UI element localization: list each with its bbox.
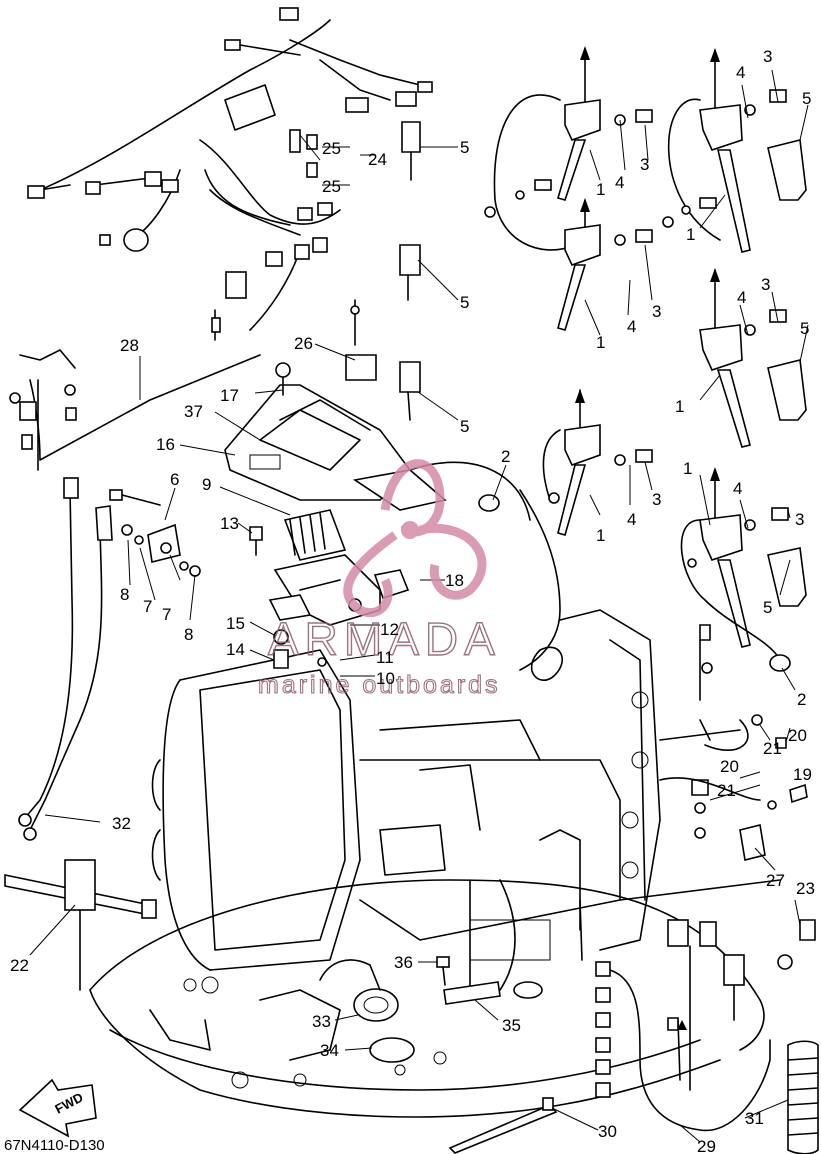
callout-36: 36: [394, 953, 413, 972]
wiring-harness: [27, 7, 433, 341]
callout-16: 16: [156, 435, 175, 454]
leader-lines: [29, 69, 809, 1143]
battery-cables-32: [18, 477, 113, 841]
callout-5: 5: [460, 138, 469, 157]
callout-18: 18: [445, 571, 464, 590]
callout-6: 6: [170, 470, 179, 489]
callout-8: 8: [184, 625, 193, 644]
callout-3: 3: [761, 275, 770, 294]
callout-4: 4: [733, 479, 742, 498]
callout-1: 1: [596, 526, 605, 545]
callout-1: 1: [683, 459, 692, 478]
watermark-tagline: marine outboards: [258, 671, 501, 699]
cable-tie-22: [4, 859, 157, 991]
callout-5: 5: [800, 319, 809, 338]
callout-4: 4: [615, 173, 624, 192]
callout-26: 26: [294, 334, 313, 353]
callout-21: 21: [763, 739, 782, 758]
harness-28: [9, 349, 261, 471]
callout-22: 22: [10, 956, 29, 975]
engine-block: [89, 461, 781, 1118]
callout-2: 2: [501, 447, 510, 466]
callout-4: 4: [736, 63, 745, 82]
callout-25: 25: [322, 177, 341, 196]
callout-4: 4: [737, 288, 746, 307]
callout-12: 12: [380, 620, 399, 639]
callout-5: 5: [763, 598, 772, 617]
callout-3: 3: [640, 155, 649, 174]
callout-1: 1: [596, 180, 605, 199]
lower-connectors: [319, 919, 819, 1154]
callout-24: 24: [368, 150, 387, 169]
callout-8: 8: [120, 585, 129, 604]
callout-33: 33: [312, 1012, 331, 1031]
fwd-arrow-icon: FWD: [18, 1078, 97, 1138]
callout-17: 17: [220, 386, 239, 405]
ignition-coils: [478, 46, 791, 672]
callout-15: 15: [226, 614, 245, 633]
callout-4: 4: [627, 317, 636, 336]
callout-34: 34: [320, 1041, 339, 1060]
cover-16-37: [224, 384, 447, 511]
fasteners: [109, 299, 816, 970]
callout-14: 14: [226, 640, 245, 659]
armada-watermark: ARMADA marine outboards: [257, 459, 501, 700]
callout-10: 10: [376, 669, 395, 688]
callout-1: 1: [675, 397, 684, 416]
callout-31: 31: [745, 1109, 764, 1128]
callout-30: 30: [598, 1122, 617, 1141]
callout-1: 1: [596, 333, 605, 352]
callout-29: 29: [697, 1137, 716, 1154]
callout-5: 5: [460, 293, 469, 312]
callout-9: 9: [202, 475, 211, 494]
callout-19: 19: [793, 765, 812, 784]
callout-3: 3: [652, 490, 661, 509]
callout-32: 32: [112, 814, 131, 833]
callout-3: 3: [652, 302, 661, 321]
callout-7: 7: [143, 597, 152, 616]
callout-23: 23: [796, 879, 815, 898]
callout-37: 37: [184, 402, 203, 421]
spark-plug-caps: [399, 121, 807, 607]
callout-5: 5: [802, 89, 811, 108]
callout-7: 7: [162, 605, 171, 624]
callout-28: 28: [120, 336, 139, 355]
callout-3: 3: [795, 510, 804, 529]
callout-5: 5: [460, 417, 469, 436]
callout-11: 11: [376, 648, 394, 667]
callout-3: 3: [763, 47, 772, 66]
callout-21: 21: [717, 781, 736, 800]
callout-25: 25: [322, 139, 341, 158]
callout-1: 1: [686, 225, 695, 244]
callout-numbers: 1 1 1 1 1 1 2 2 3 3 3 3 3 3 4 4 4 4 4 4 …: [10, 47, 815, 1154]
callout-20: 20: [788, 726, 807, 745]
callout-35: 35: [502, 1016, 521, 1035]
callout-2: 2: [797, 690, 806, 709]
callout-13: 13: [220, 514, 239, 533]
watermark-brand: ARMADA: [268, 613, 501, 665]
callout-27: 27: [766, 871, 785, 890]
diagram-code: 67N4110-D130: [4, 1137, 105, 1154]
callout-20: 20: [720, 757, 739, 776]
callout-4: 4: [627, 510, 636, 529]
